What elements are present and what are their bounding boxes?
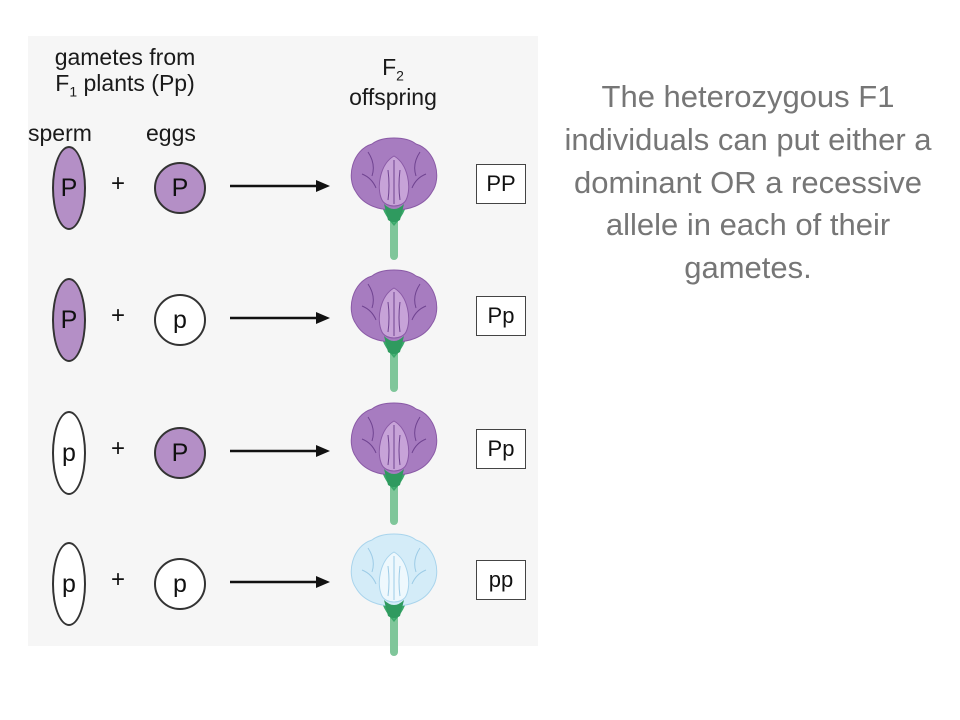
cross-row-3: p + P Pp xyxy=(0,402,540,525)
f2-header: F2 offspring xyxy=(318,54,468,110)
sperm-gamete: p xyxy=(52,411,86,495)
egg-gamete: p xyxy=(154,558,206,610)
gametes-f-letter: F xyxy=(55,70,70,97)
genotype-box: Pp xyxy=(476,429,526,469)
arrow-icon xyxy=(230,576,330,588)
f2-header-line1: F2 xyxy=(318,54,468,84)
genotype-box: Pp xyxy=(476,296,526,336)
purple-flower-icon xyxy=(350,269,438,392)
cross-row-1: P + P PP xyxy=(0,137,540,260)
eggs-label: eggs xyxy=(146,120,196,146)
purple-flower-icon xyxy=(350,137,438,260)
f2-header-line2: offspring xyxy=(349,83,437,110)
egg-gamete: P xyxy=(154,162,206,214)
sperm-gamete: p xyxy=(52,542,86,626)
egg-gamete: p xyxy=(154,294,206,346)
plus-sign: + xyxy=(111,302,126,329)
gametes-header-line1: gametes from xyxy=(54,44,196,70)
sperm-gamete: P xyxy=(52,278,86,362)
arrow-icon xyxy=(230,180,330,192)
egg-gamete: P xyxy=(154,427,206,479)
arrow-icon xyxy=(230,312,330,324)
plus-sign: + xyxy=(111,566,126,593)
caption-text: The heterozygous F1 individuals can put … xyxy=(564,79,932,286)
plus-sign: + xyxy=(111,170,126,197)
genotype-box: pp xyxy=(476,560,526,600)
gametes-f-subscript: 1 xyxy=(69,84,78,101)
sperm-gamete: P xyxy=(52,146,86,230)
purple-flower-icon xyxy=(350,402,438,525)
gametes-plants-text: plants (Pp) xyxy=(77,70,195,97)
genotype-box: PP xyxy=(476,164,526,204)
plus-sign: + xyxy=(111,435,126,462)
diagram-panel xyxy=(28,36,538,646)
white-flower-icon xyxy=(350,533,438,656)
cross-row-2: P + p Pp xyxy=(0,269,540,392)
cross-row-4: p + p pp xyxy=(0,533,540,656)
arrow-icon xyxy=(230,445,330,457)
f2-f-letter: F xyxy=(382,54,397,80)
sperm-label: sperm xyxy=(28,120,92,146)
gametes-header-line2: F1 plants (Pp) xyxy=(20,70,230,100)
f2-subscript: 2 xyxy=(396,67,404,84)
gametes-header: gametes from F1 plants (Pp) xyxy=(20,44,230,100)
